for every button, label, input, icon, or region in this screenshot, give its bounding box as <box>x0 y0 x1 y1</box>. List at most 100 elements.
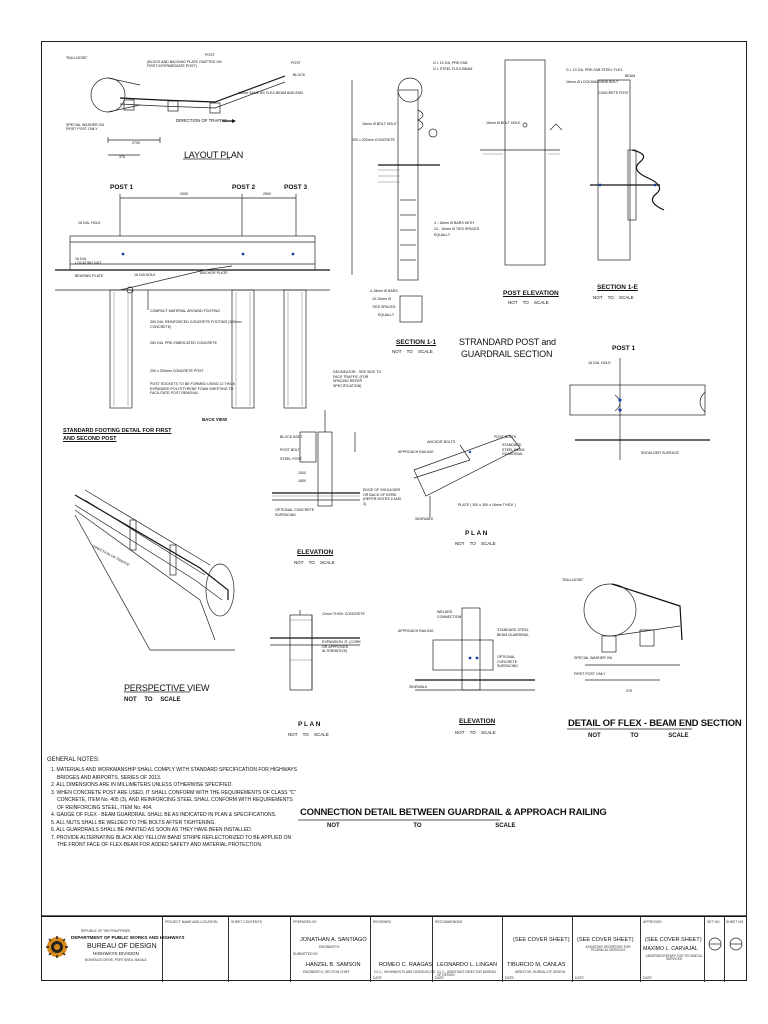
sheet-no-cell: SHEET NO. <box>725 917 747 982</box>
anchor-bolts-label: ANCHOR BOLTS <box>427 440 456 444</box>
set-no-header: SET NO. <box>707 920 721 924</box>
section-1e-title: SECTION 1-E <box>597 284 638 291</box>
connection-detail-title: CONNECTION DETAIL BETWEEN GUARDRAIL & AP… <box>300 807 607 818</box>
note-3: 3. WHEN CONCRETE POST ARE USED, IT SHALL… <box>51 789 297 811</box>
general-notes-heading: GENERAL NOTES: <box>47 757 100 763</box>
note-7: 7. PROVIDE ALTERNATING BLACK AND YELLOW … <box>51 834 292 849</box>
drawing-sheet-border <box>41 41 747 981</box>
elevation-bottom-drawing <box>415 607 535 691</box>
approved-2-name: MAXIMO L. CARVAJAL <box>643 946 698 952</box>
project-header: PROJECT NAME AND LOCATION <box>165 920 218 924</box>
bureau-text: BUREAU OF DESIGN <box>87 943 157 950</box>
direction-of-traffic-label: DIRECTION OF TRAFFIC <box>176 118 228 123</box>
reviewed-name: ROMEO C. RAAGAS <box>379 962 433 968</box>
approved-1-cell: (SEE COVER SHEET) ASSISTANT SECRETARY FO… <box>573 917 641 982</box>
note-6: 6. ALL GUARDRAILS SHALL BE PAINTED AS SO… <box>51 827 253 833</box>
note-5: 5. ALL NUTS SHALL BE WELDED TO THE BOLTS… <box>51 819 216 826</box>
post-socket-label: POST SOCKETS TO BE FORMED USING 12 THICK… <box>150 382 236 396</box>
sheet-no-header: SHEET NO. <box>726 920 745 924</box>
edge-of-shoulder-label: EDGE OF SHOULDER OR BACK OF KERB (REFER … <box>363 488 402 507</box>
concrete-post-label: 200 x 200mm CONCRETE POST <box>150 369 204 373</box>
reviewed-date: DATE <box>373 976 382 980</box>
post-elevation-title: POST ELEVATION <box>503 290 559 297</box>
standard-steel-beam-label: STANDARD STEEL BEAM GUARDRAIL <box>502 443 525 457</box>
post1-hole-label: 16 DIA. HOLE <box>588 361 611 365</box>
reviewed-cell: REVIEWED ROMEO C. RAAGAS O.I.C., HIGHWAY… <box>371 917 436 982</box>
cover-1-name: (SEE COVER SHEET) <box>513 937 570 943</box>
dim-375-end: 375 <box>626 689 632 693</box>
sheet-no-symbol-icon <box>729 937 743 951</box>
approved-1-name: (SEE COVER SHEET) <box>645 937 702 943</box>
back-view-drawing <box>55 194 330 409</box>
section-1e-nts: NOT TO SCALE <box>593 295 634 300</box>
hole-label: 16 DIA. HOLE <box>78 221 101 225</box>
flex-beam-end-drawing <box>583 583 683 681</box>
section11-label-2: G.I. STEEL FLEX-BEAM <box>433 67 473 71</box>
section11-label-5: 4 - 16mm Ø BARS WITH <box>434 221 474 225</box>
prepared-role: ENGINEER IV <box>319 945 340 949</box>
block-note-label: (BLOCK AND BACKING PLATE OMITTED ON FIRS… <box>147 60 222 68</box>
optional-surfacing-bottom-label: OPTIONAL CONCRETE SURFACING <box>497 655 518 669</box>
plan-bottom-nts: NOT TO SCALE <box>288 732 329 737</box>
submitted-name: HANZEL B. SAMSON <box>306 962 361 968</box>
block-bolt-label: BLOCK BOLT <box>280 435 303 439</box>
back-view-title: BACK VIEW <box>202 417 228 422</box>
division-text: HIGHWAYS DIVISION <box>93 951 139 956</box>
project-cell: PROJECT NAME AND LOCATION <box>163 917 229 982</box>
post-2-label: POST 2 <box>232 184 256 191</box>
dim-2700: 2700 <box>132 141 140 145</box>
recommended-header: RECOMMENDED <box>435 920 463 924</box>
approved-1-date: DATE <box>575 976 584 980</box>
section1e-label-1: G.I. 10 GA. PRE-FAB STEEL FLEX <box>566 68 623 72</box>
recommended-2-role: DIRECTOR, BUREAU OF DESIGN <box>515 970 566 974</box>
elevation-left-drawing <box>272 410 360 507</box>
sidewalk-label: SIDEWALK <box>415 517 434 521</box>
post-1-label: POST 1 <box>110 184 134 191</box>
prefab-label: 250 DIA. PRE-FABRICATED CONCRETE <box>150 341 218 345</box>
dim-375: 375 <box>119 155 125 159</box>
section11-label-3: 16mm Ø BOLT HOLE <box>362 122 397 126</box>
recommended-2-name: TIBURCIO M. CANLAS <box>507 962 566 968</box>
dim-2500: 2500 <box>263 192 271 196</box>
section1e-label-2: BEAM <box>625 74 636 78</box>
post-bolts-label: POST BOLTS <box>494 435 517 439</box>
approach-railing-bottom-label: APPROACH RAILING <box>398 629 434 633</box>
approved-header: APPROVED <box>643 920 662 924</box>
approved-2-cell: APPROVED (SEE COVER SHEET) MAXIMO L. CAR… <box>641 917 705 982</box>
note-4: 4. GAUGE OF FLEX - BEAM GUARDRAIL SHALL … <box>51 812 277 818</box>
prepared-name: JONATHAN A. SANTIAGO <box>300 937 367 943</box>
general-notes: GENERAL NOTES: 1. MATERIALS AND WORKMANS… <box>47 756 297 850</box>
flex-beam-end-nts: NOT TO SCALE <box>588 733 689 739</box>
delineator-label: DELINEATOR - SEE SIDE TO FACE TRAFFIC (F… <box>333 370 382 389</box>
elevation-left-nts: NOT TO SCALE <box>294 560 335 565</box>
perspective-title: PERSPECTIVE VIEW <box>124 683 210 693</box>
anchor-plate-label: ANCHOR PLATE <box>200 271 228 275</box>
flex-beam-end-title: DETAIL OF FLEX - BEAM END SECTION <box>568 718 742 729</box>
reviewed-role: O.I.C., HIGHWAYS PLANS DESIGN B.O.D. <box>374 970 436 974</box>
connection-detail-nts: NOT TO SCALE <box>327 823 516 829</box>
recommended-2-date: DATE <box>505 976 514 980</box>
section11-label-7: EQUALLY <box>434 233 451 237</box>
shoulder-surface-label: SHOULDER SURFACE <box>641 451 679 455</box>
hole-label-2: 16 DIA HOLE <box>134 273 156 277</box>
bearing-plate-label: BEARING PLATE <box>75 274 104 278</box>
post-elev-bolt-hole: 16mm Ø BOLT HOLE <box>486 121 521 125</box>
department-text: DEPARTMENT OF PUBLIC WORKS AND HIGHWAYS <box>71 935 185 940</box>
locating-nut-label: 16 DIA. LOCATING NUT <box>75 257 102 265</box>
recommended-1-date: DATE <box>435 976 444 980</box>
elevation-bottom-title: ELEVATION <box>459 718 496 725</box>
set-no-cell: SET NO. <box>705 917 725 982</box>
first-post-end-label: FIRST POST ONLY <box>574 672 606 676</box>
special-washer-end-label: SPECIAL WASHER ON <box>574 656 613 660</box>
republic-text: REPUBLIC OF THE PHILIPPINES <box>81 929 131 933</box>
address-text: BONIFACIO DRIVE, PORT AREA, MANILA <box>85 958 147 962</box>
note-2: 2. ALL DIMENSIONS ARE IN MILLIMETERS UNL… <box>51 782 233 788</box>
plan-top-nts: NOT TO SCALE <box>455 541 496 546</box>
cover-2-role: ASSISTANT SECRETARY FOR TECHNICAL SERVIC… <box>585 945 631 953</box>
note-1: 1. MATERIALS AND WORKMANSHIP SHALL COMPL… <box>51 767 297 781</box>
standard-post-title-1: STRANDARD POST and <box>459 337 556 347</box>
section-1-1-nts: NOT TO SCALE <box>392 349 433 354</box>
section11-label-8: 4-16mm Ø BARS <box>370 289 398 293</box>
block-label: BLOCK <box>293 73 306 77</box>
